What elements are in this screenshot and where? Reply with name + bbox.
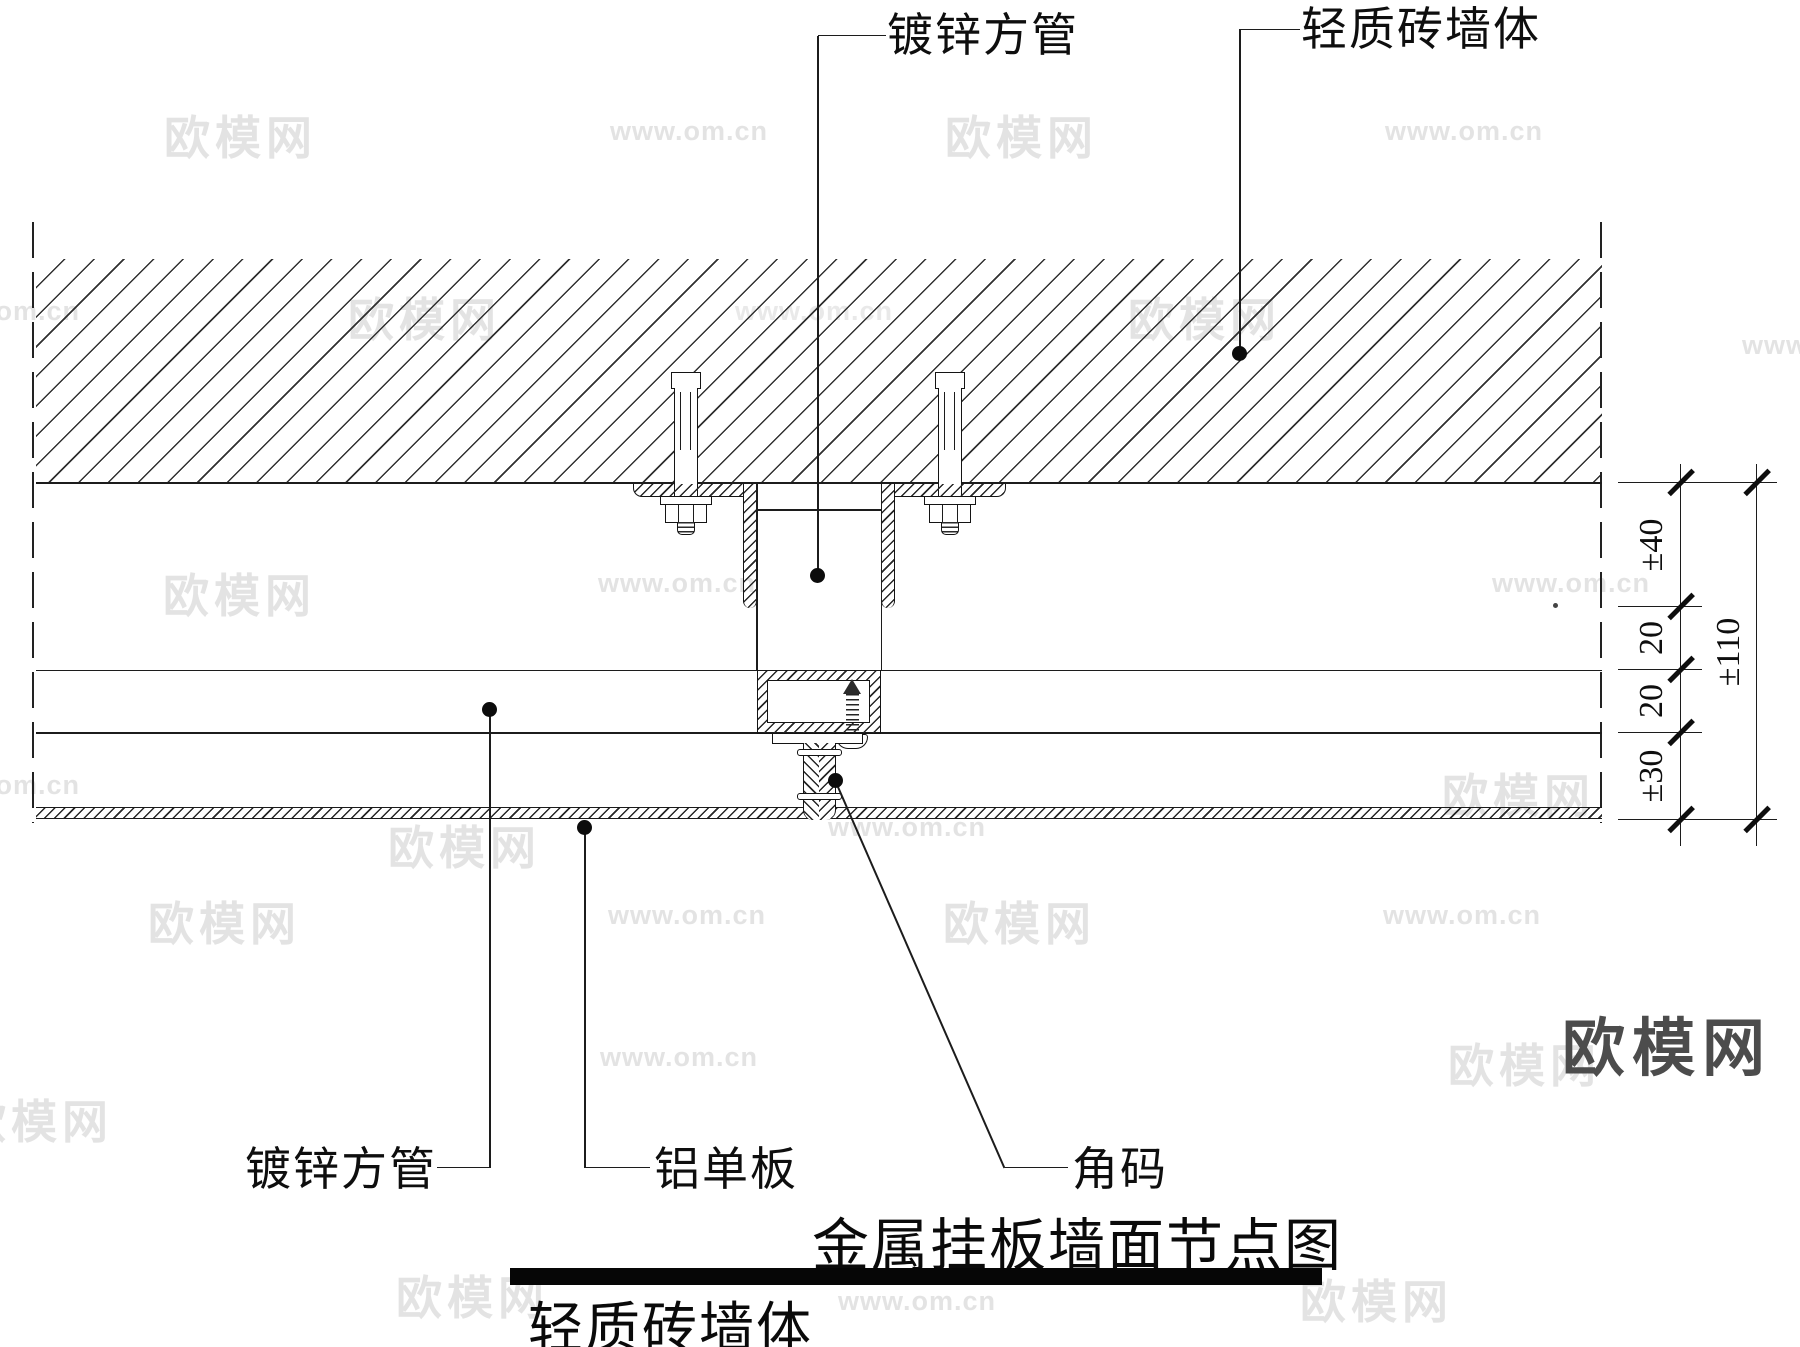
stray-mark — [1553, 603, 1558, 608]
tube-inner-line-right — [880, 484, 883, 671]
watermark-logo: 欧模网 — [164, 112, 317, 164]
watermark-url: www.om.cn — [1492, 568, 1651, 598]
watermark-logo: 欧模网 — [945, 112, 1098, 164]
leader-dot — [828, 773, 843, 788]
watermark-url: www.om.cn — [0, 770, 81, 800]
leader-line — [1239, 29, 1241, 354]
tube-wall-left — [743, 484, 757, 608]
site-logo: 欧模网 — [1562, 1014, 1772, 1084]
anchor-slot — [690, 392, 692, 450]
watermark-logo: 欧模网 — [148, 898, 301, 950]
tube-inner-top-line — [757, 509, 881, 511]
nut-facet — [678, 505, 680, 522]
bolt-thread-right — [941, 522, 959, 535]
watermark-url: www.om.cn — [1385, 116, 1544, 146]
screw-drill-tip — [843, 679, 861, 694]
anchor-slot — [944, 392, 946, 450]
label-bracket: 角码 — [1072, 1144, 1168, 1195]
extension-line — [1618, 605, 1702, 608]
watermark-url: www.om.cn — [1742, 330, 1800, 360]
watermark-url: www.om.cn — [598, 568, 757, 598]
wall-hatch-section — [36, 259, 1602, 483]
anchor-body-right — [938, 388, 962, 497]
leader-line — [584, 828, 586, 1168]
leader-dot — [810, 568, 825, 583]
leader-line — [585, 1167, 650, 1169]
dimension-total-line — [1756, 464, 1758, 846]
nut-facet — [942, 505, 944, 522]
bracket-rivet — [797, 792, 842, 800]
horizontal-tube-section — [757, 670, 881, 734]
bracket-vertical-leg — [803, 743, 836, 820]
wall-bottom-line — [36, 482, 1602, 485]
watermark-url: www.om.cn — [1383, 900, 1542, 930]
label-tube-top: 镀锌方管 — [887, 10, 1079, 61]
watermark-url: www.om.cn — [610, 116, 769, 146]
extension-line — [1618, 668, 1702, 671]
anchor-collar-left — [671, 372, 701, 389]
dim-text-30: ±30 — [1633, 749, 1670, 803]
bracket-leg-hatch — [804, 743, 819, 820]
anchor-body-left — [674, 388, 698, 497]
extension-line — [1618, 818, 1777, 820]
drawing-subtitle: 轻质砖墙体 — [528, 1298, 814, 1347]
leader-line — [1005, 1167, 1068, 1169]
label-panel: 铝单板 — [654, 1144, 798, 1195]
break-line-left — [32, 222, 34, 823]
leader-line — [489, 710, 491, 1168]
anchor-slot — [680, 392, 682, 450]
leader-line — [818, 35, 886, 37]
dim-text-110: ±110 — [1710, 617, 1747, 687]
extension-line — [1618, 731, 1702, 734]
leader-dot — [1232, 346, 1247, 361]
anchor-slot — [954, 392, 956, 450]
label-tube-bottom: 镀锌方管 — [245, 1144, 437, 1195]
tube-wall-right — [881, 484, 895, 608]
drawing-title: 金属挂板墙面节点图 — [812, 1215, 1343, 1278]
watermark-url: www.om.cn — [838, 1286, 997, 1316]
leader-dot — [577, 820, 592, 835]
watermark-url: www.om.cn — [608, 900, 767, 930]
bracket-leg-hatch — [819, 743, 835, 820]
title-underline-bar — [510, 1268, 1322, 1285]
nut-facet — [957, 505, 959, 522]
leader-line — [817, 36, 819, 576]
nut-facet — [693, 505, 695, 522]
watermark-logo: 欧模网 — [388, 822, 541, 874]
hex-nut-right — [929, 504, 971, 523]
screw-thread — [845, 694, 859, 735]
watermark-logo: 欧模网 — [1300, 1276, 1453, 1328]
bolt-thread-left — [677, 522, 695, 535]
break-line-right — [1600, 222, 1602, 823]
leader-line — [437, 1167, 490, 1169]
watermark-logo: 欧模网 — [943, 898, 1096, 950]
watermark-logo: 欧模网 — [1448, 1040, 1601, 1092]
leader-line — [1240, 28, 1300, 30]
label-wall-top: 轻质砖墙体 — [1301, 4, 1541, 55]
watermark-url: www.om.cn — [600, 1042, 759, 1072]
extension-line — [1618, 481, 1777, 483]
tube-inner-line-left — [756, 484, 758, 671]
leader-dot — [482, 702, 497, 717]
anchor-collar-right — [935, 372, 965, 389]
bracket-rivet — [797, 748, 842, 756]
watermark-logo: 欧模网 — [163, 570, 316, 622]
dimension-chain-line — [1680, 464, 1682, 846]
watermark-logo: 欧模网 — [0, 1096, 113, 1148]
hex-nut-left — [665, 504, 707, 523]
